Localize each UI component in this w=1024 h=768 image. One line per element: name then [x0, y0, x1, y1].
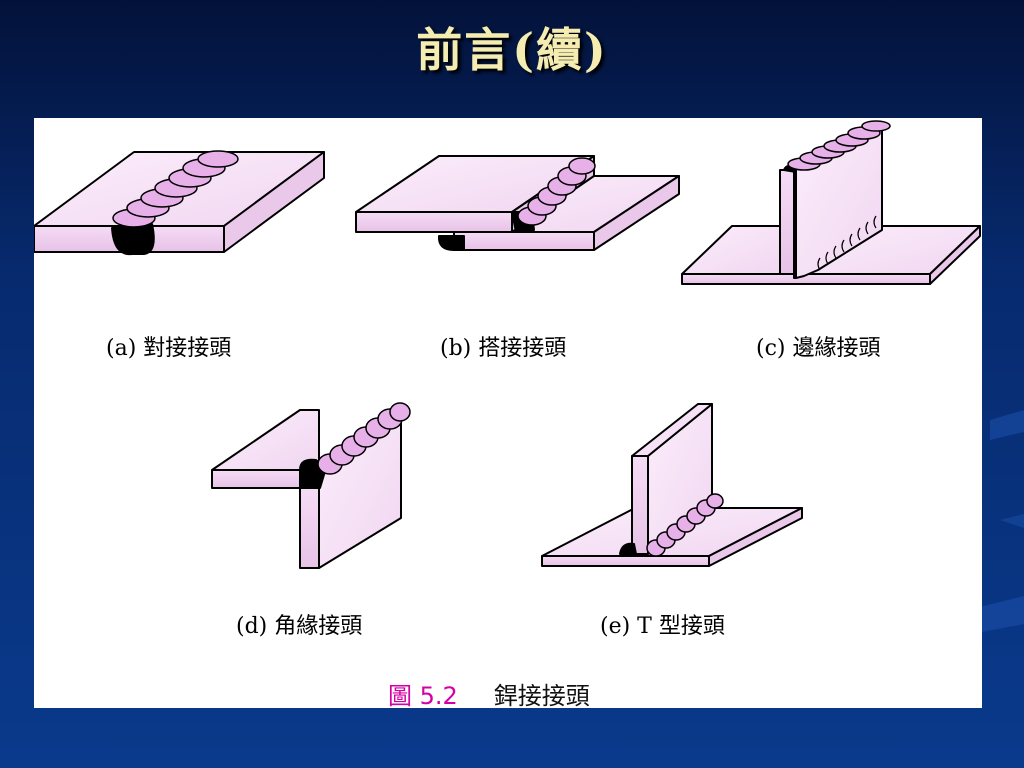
caption-corner-joint: (d) 角緣接頭	[236, 614, 363, 639]
figure-title: 銲接接頭	[493, 682, 590, 710]
t-joint-illustration	[541, 403, 803, 567]
weld-joints-diagram	[34, 120, 981, 569]
caption-butt-joint: (a) 對接接頭	[106, 336, 232, 361]
figure-caption: 圖 5.2 銲接接頭	[388, 676, 590, 711]
corner-joint-illustration	[211, 402, 411, 569]
caption-edge-joint: (c) 邊緣接頭	[756, 336, 881, 361]
figure-panel: (a) 對接接頭 (b) 搭接接頭 (c) 邊緣接頭 (d) 角緣接頭 (e) …	[34, 118, 982, 711]
slide-title: 前言(續)	[416, 23, 608, 77]
caption-lap-joint: (b) 搭接接頭	[440, 336, 567, 361]
edge-joint-illustration	[681, 120, 981, 285]
butt-joint-illustration	[34, 150, 325, 256]
figure-number: 圖 5.2	[388, 682, 458, 710]
caption-t-joint: (e) T 型接頭	[600, 614, 725, 639]
lap-joint-illustration	[355, 155, 680, 251]
